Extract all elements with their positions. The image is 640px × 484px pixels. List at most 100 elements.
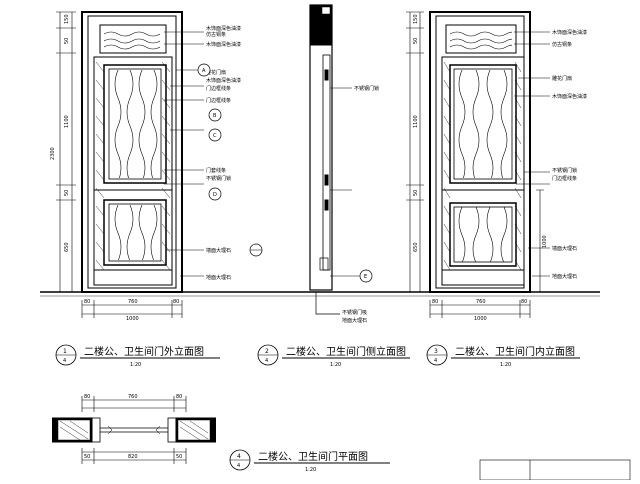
callout-ext-4: 雕花门扇	[206, 69, 226, 76]
transom-panel	[445, 24, 517, 54]
dim-ext-seg-5: 650	[64, 242, 70, 252]
title-2-text: 二楼公、卫生间门侧立面图	[286, 345, 406, 358]
title-1-scale: 1:20	[130, 362, 141, 368]
lower-panel-carving	[114, 205, 158, 260]
dim-ext-bottom-3: 80	[173, 299, 179, 305]
transom-panel	[99, 24, 167, 54]
dim-plan-bottom-3: 50	[176, 454, 182, 460]
side-callout-text: 不锈钢门锁 不锈钢门吸 地面大理石	[342, 85, 379, 324]
exterior-callout-text: 木饰面深色油漆 仿古铜条 木饰面深色油漆 雕花门扇 木饰面深色油漆 门边框线条 …	[206, 25, 241, 281]
door-leaf-edge	[322, 54, 331, 271]
dim-plan-bottom-2: 820	[128, 454, 138, 460]
dim-int-seg-2: 50	[413, 38, 419, 44]
title-4-scale: 1:20	[305, 467, 316, 473]
title-3-number: 3	[434, 348, 438, 355]
dim-plan-top-1: 80	[84, 394, 90, 400]
title-1-sheet: 4	[63, 358, 66, 364]
title-3-scale: 1:20	[500, 362, 511, 368]
door-leaf-grain	[95, 61, 171, 271]
detail-bubble-b	[208, 108, 222, 122]
dim-int-bottom-1: 80	[432, 299, 438, 305]
callout-side-3: 地面大理石	[342, 317, 367, 324]
drawing-title-4: 4 4 二楼公、卫生间门平面图 1:20	[229, 449, 390, 473]
lower-panel-frame	[449, 202, 517, 267]
side-elevation	[309, 4, 360, 315]
callout-ext-2: 仿古铜条	[206, 31, 226, 38]
side-detail-bubble: E	[359, 269, 373, 283]
callout-ext-8: 门套线条	[206, 167, 226, 174]
detail-bubble-a	[197, 63, 211, 77]
callout-ext-9: 不锈钢门锁	[206, 175, 231, 182]
door-side-profile	[309, 4, 333, 291]
callout-ext-10: 墙面大理石	[206, 247, 231, 254]
title-1-text: 二楼公、卫生间门外立面图	[84, 345, 204, 358]
dim-int-seg-5: 650	[413, 242, 419, 252]
detail-bubble-c	[208, 128, 222, 142]
door-leaf	[93, 56, 173, 286]
interior-elevation	[429, 11, 531, 293]
title-3-sheet: 4	[434, 358, 437, 364]
exterior-dimensions	[56, 11, 183, 318]
dim-lock-height: 1000	[542, 235, 548, 248]
callout-side-2: 不锈钢门吸	[342, 309, 367, 316]
dim-plan-top-3: 80	[176, 394, 182, 400]
dim-int-bottom-3: 80	[521, 299, 527, 305]
title-2-scale: 1:20	[330, 362, 341, 368]
door-frame-inner	[87, 15, 177, 289]
callout-ext-1: 木饰面深色油漆	[206, 25, 241, 32]
transom-carving	[450, 31, 512, 50]
title-1-number: 1	[63, 348, 67, 355]
dim-ext-bottom-1: 80	[84, 299, 90, 305]
dim-ext-seg-4: 50	[64, 190, 70, 196]
plan-jamb-right	[167, 417, 177, 443]
door-leaf-grain	[443, 61, 522, 271]
plan-dimension-text: 80 760 80 50 820 50	[84, 394, 182, 460]
exterior-callouts	[164, 31, 204, 277]
floor-line	[40, 291, 600, 297]
upper-panel	[108, 68, 162, 180]
dim-int-width: 1000	[474, 316, 487, 322]
bubble-ext-d: D	[213, 192, 217, 198]
detail-bubble-d	[208, 187, 222, 201]
lower-panel-frame	[103, 199, 167, 266]
hinge-top	[324, 69, 329, 81]
drawing-title-1: 1 4 二楼公、卫生间门外立面图 1:20	[55, 344, 220, 368]
callout-ext-11: 地面大理石	[206, 274, 231, 281]
callout-int-8: 地面大理石	[552, 273, 577, 280]
interior-dimensions	[406, 11, 544, 318]
lower-panel	[453, 206, 513, 263]
interior-callouts	[514, 31, 550, 277]
door-leaf	[441, 56, 525, 286]
interior-callout-text: 木饰面深色油漆 仿古铜条 雕花门扇 木饰面深色油漆 不锈钢门锁 门边框线条 墙面…	[552, 29, 587, 280]
dim-plan-top-2: 760	[128, 394, 138, 400]
upper-panel	[453, 68, 513, 180]
plan-door-leaf	[100, 427, 168, 433]
dim-ext-bottom-2: 760	[128, 299, 138, 305]
lock-body	[324, 174, 329, 186]
title-2-sheet: 4	[265, 358, 268, 364]
detail-bubble-e	[359, 269, 373, 283]
dim-int-bottom-2: 760	[476, 299, 486, 305]
title-block	[479, 459, 631, 481]
callout-int-7: 墙面大理石	[552, 245, 577, 252]
dim-ext-seg-3: 1100	[64, 115, 70, 128]
drawing-title-3: 3 4 二楼公、卫生间门内立面图 1:20	[426, 344, 580, 368]
dim-ext-total: 2300	[50, 147, 56, 160]
plan-jamb-left	[91, 417, 101, 443]
callout-side-1: 不锈钢门锁	[354, 85, 379, 92]
bubble-ext-b: B	[213, 113, 217, 119]
dim-int-seg-1: 150	[413, 14, 419, 24]
dim-ext-width: 1000	[126, 316, 139, 322]
dim-ext-seg-1: 150	[64, 14, 70, 24]
bubble-ext-c: C	[213, 133, 217, 139]
lower-panel	[108, 203, 162, 262]
upper-panel-frame	[103, 64, 167, 184]
floor-section	[315, 292, 340, 315]
lintel-section	[309, 4, 333, 46]
bubble-side-e: E	[364, 274, 367, 280]
dim-plan-bottom-1: 50	[84, 454, 90, 460]
callout-ext-6: 门边框线条	[206, 85, 231, 92]
title-4-text: 二楼公、卫生间门平面图	[258, 450, 368, 463]
upper-panel-frame	[449, 64, 517, 184]
